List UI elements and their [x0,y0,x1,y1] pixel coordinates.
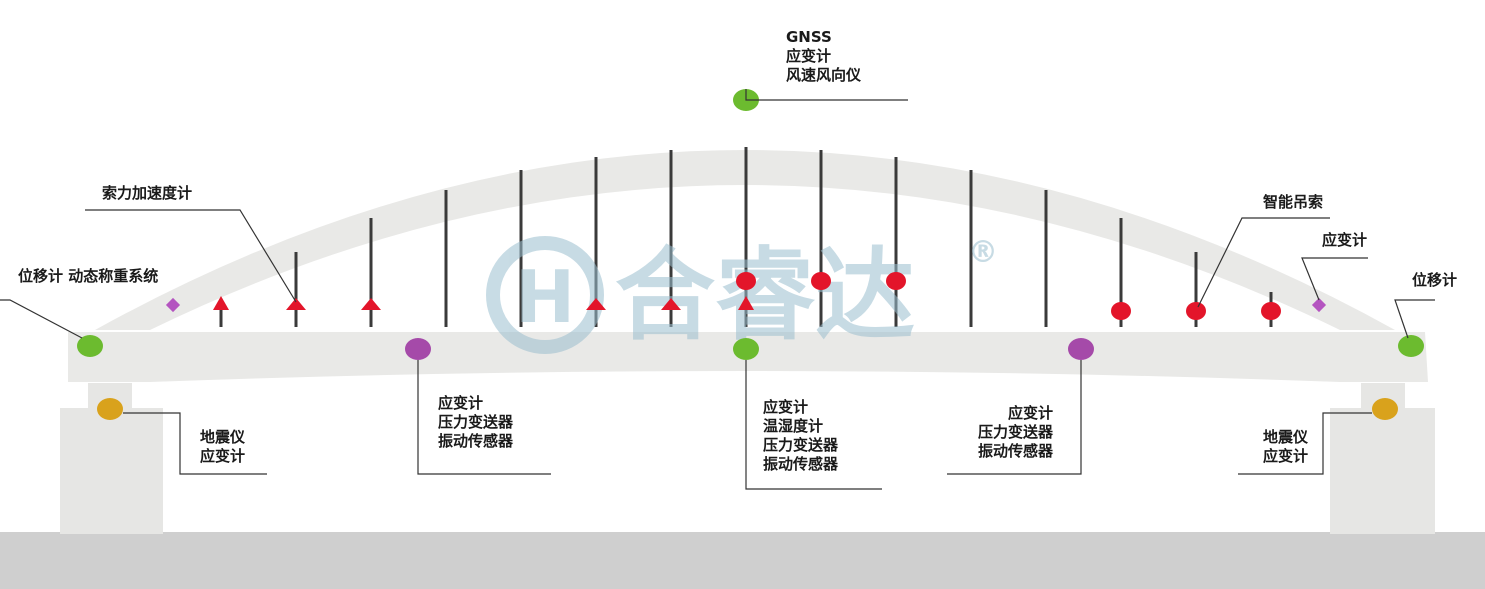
label-cable-accelerometer: 索力加速度计 [102,184,192,202]
smart-hanger-icon [811,272,831,290]
right-seismometer-icon [1372,398,1398,420]
label-smart-hanger: 智能吊索 [1263,193,1323,211]
leader-line [123,412,267,475]
leader-line [1197,217,1330,308]
label-line: 应变计 [438,394,483,412]
label-line: 振动传感器 [978,442,1054,460]
label-line: 位移计 [1412,271,1457,289]
smart-hanger-icon [736,272,756,290]
cable-accelerometer-icon [213,296,229,310]
label-left-end: 位移计 动态称重系统 [18,267,158,285]
label-line: 智能吊索 [1263,193,1323,211]
left-seismometer-icon [97,398,123,420]
right-displacement-sensor-icon [1398,335,1424,357]
cable-accelerometers [213,296,754,310]
cable-accelerometer-icon [286,298,306,310]
leader-line [947,360,1082,475]
cable-accelerometer-icon [661,298,681,310]
left-quarter-sensor-icon [405,338,431,360]
watermark: H 合睿达 ® [486,235,998,354]
cable-accelerometer-icon [586,298,606,310]
mid-span-sensor-icon [733,338,759,360]
label-line: 应变计 [763,398,808,416]
label-line: 压力变送器 [763,436,839,454]
leader-lines [0,89,1435,490]
label-right-end: 位移计 [1412,271,1457,289]
smart-hanger-icon [1186,302,1206,320]
right-pier [1330,408,1435,534]
watermark-registered-mark: ® [968,235,998,270]
arch-strain-gauge-icon [1311,297,1327,313]
watermark-logo-letter: H [515,255,575,339]
ground [0,532,1485,589]
label-line: 应变计 [1263,447,1308,465]
label-line: 温湿度计 [763,417,823,435]
smart-hanger-icon [1111,302,1131,320]
watermark-text: 合睿达 [615,237,915,354]
arch-rib [95,150,1395,330]
leader-line [417,360,551,475]
label-line: 应变计 [200,447,245,465]
label-line: 压力变送器 [978,423,1054,441]
cable-accelerometer-icon [738,296,754,310]
leader-line [745,360,882,490]
label-line: 位移计 动态称重系统 [18,267,158,285]
label-right-strain: 应变计 [1322,231,1367,249]
left-displacement-sensor-icon [77,335,103,357]
smart-hangers [736,272,1281,320]
leader-line [1238,412,1372,475]
smart-hanger-icon [1261,302,1281,320]
label-line: 索力加速度计 [102,184,192,202]
leader-line [85,209,297,303]
label-line: 应变计 [786,47,831,65]
label-line: 应变计 [1322,231,1367,249]
watermark-logo-icon [486,236,604,354]
label-line: 应变计 [1008,404,1053,422]
label-line: 风速风向仪 [786,66,862,84]
label-line: 振动传感器 [438,432,514,450]
arch-strain-gauge-icon [165,297,181,313]
leader-line [0,299,83,339]
label-line: 地震仪 [200,428,246,446]
label-line: 振动传感器 [763,455,839,473]
label-line: 压力变送器 [438,413,514,431]
leader-line [1301,257,1368,301]
smart-hanger-icon [886,272,906,290]
label-line: GNSS [786,28,832,46]
leader-line [745,89,908,101]
label-line: 地震仪 [1263,428,1309,446]
cable-accelerometer-icon [361,298,381,310]
leader-line [1394,299,1435,339]
right-quarter-sensor-icon [1068,338,1094,360]
left-pier [60,408,163,534]
